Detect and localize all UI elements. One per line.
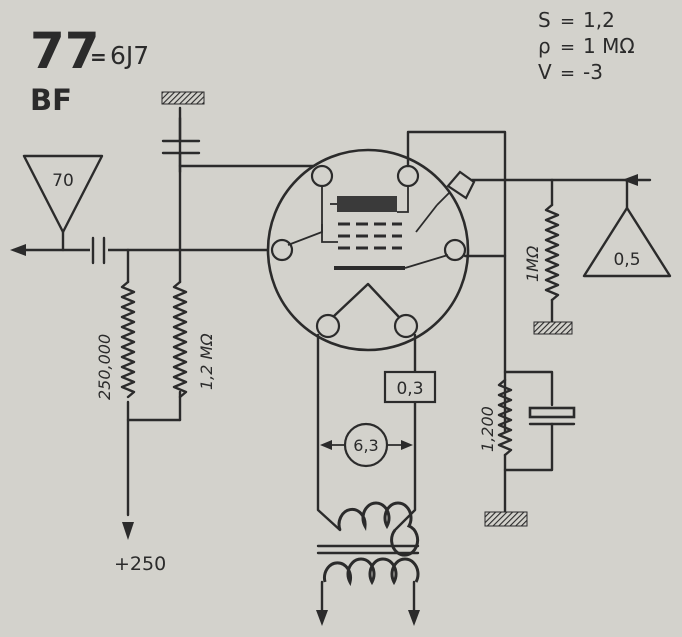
- spec-list: S = 1,2 ρ = 1 MΩ V = -3: [538, 8, 635, 84]
- vacuum-tube: [266, 148, 476, 352]
- plate-resistor-label: 250,000: [95, 334, 114, 400]
- coupling-capacitor: [90, 236, 108, 265]
- pin-top-left: [310, 164, 334, 188]
- cathode-resistor-label: 1,200: [478, 406, 497, 452]
- grid-resistor-label: 1MΩ: [523, 245, 542, 282]
- function-label: BF: [30, 83, 72, 117]
- heater-voltage-label: 6,3: [353, 436, 378, 455]
- tube-plate: [337, 196, 397, 212]
- screen-resistor: [172, 280, 188, 399]
- tube-grids: [338, 222, 402, 250]
- pin-bottom-left: [315, 313, 341, 339]
- pin-right: [443, 238, 467, 262]
- equivalence-sign: =: [90, 45, 107, 69]
- heater-wire-left: [316, 333, 342, 532]
- spec-s-symbol: S: [538, 8, 551, 32]
- spec-v-sep: =: [560, 63, 575, 84]
- spec-v-symbol: V: [538, 60, 552, 84]
- grid-ground-symbol: [533, 321, 573, 335]
- screen-resistor-label: 1,2 MΩ: [197, 333, 216, 390]
- spec-rho-symbol: ρ: [538, 34, 551, 58]
- input-amplifier-symbol: 0,5: [582, 178, 672, 278]
- spec-v-value: -3: [583, 60, 603, 84]
- top-cap: [415, 170, 476, 233]
- tube-heater: [332, 282, 400, 318]
- cathode-resistor: [497, 378, 513, 457]
- cathode-bypass-capacitor: [503, 370, 576, 472]
- grid-resistor: [544, 203, 560, 302]
- pin-left: [270, 238, 294, 262]
- pin-top-right: [396, 164, 420, 188]
- supply-label: +250: [114, 553, 166, 575]
- plate-resistor: [120, 280, 136, 399]
- spec-s-value: 1,2: [583, 8, 615, 32]
- spec-rho-value: 1 MΩ: [583, 34, 635, 58]
- heater-current-label: 0,3: [396, 379, 423, 399]
- heater-voltage-circle: [343, 422, 389, 468]
- supply-arrow: [122, 522, 134, 540]
- screen-ground-symbol: [161, 91, 205, 105]
- input-gain-label: 0,5: [613, 250, 640, 270]
- output-arrow: [10, 244, 26, 256]
- heater-current-box: [383, 370, 437, 404]
- spec-s-sep: =: [560, 11, 575, 32]
- output-amplifier-symbol: 70: [22, 154, 104, 252]
- input-arrow: [622, 174, 638, 186]
- heater-transformer: [316, 501, 420, 626]
- plate-lead: [406, 130, 507, 434]
- heater-wire-right: [393, 333, 417, 532]
- spec-rho-sep: =: [560, 37, 575, 58]
- cathode-ground-symbol: [484, 511, 528, 527]
- screen-bypass-capacitor: [161, 106, 201, 174]
- equivalent-tube: 6J7: [110, 41, 149, 70]
- tube-number: 77: [30, 22, 100, 80]
- pin-bottom-right: [393, 313, 419, 339]
- output-gain-label: 70: [52, 171, 74, 191]
